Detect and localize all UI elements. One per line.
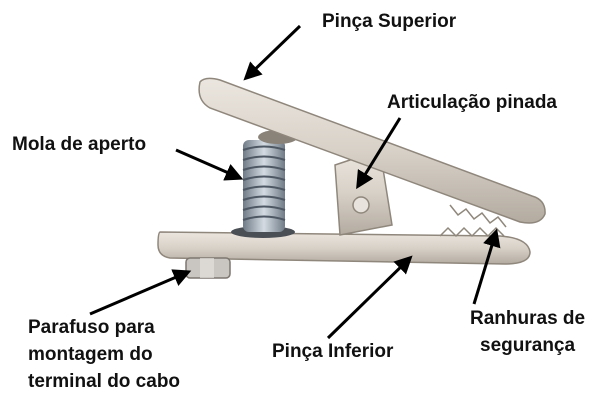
- label-screw-line-3: terminal do cabo: [28, 371, 181, 392]
- arrow-spring: [175, 148, 244, 181]
- label-grooves-line-2: segurança: [480, 335, 576, 356]
- arrow-grooves: [472, 228, 501, 305]
- label-spring: Mola de aperto: [12, 134, 147, 155]
- arrow-lower-jaw: [326, 255, 413, 340]
- mounting-screw: [185, 257, 231, 279]
- label-screw-line-1: Parafuso para: [28, 317, 155, 338]
- compression-spring: [231, 130, 298, 238]
- label-pivot: Articulação pinada: [387, 92, 557, 113]
- label-mounting-screw: Parafuso para montagem do terminal do ca…: [28, 314, 180, 395]
- label-lower-jaw: Pinça Inferior: [272, 341, 394, 362]
- label-upper-jaw: Pinça Superior: [322, 11, 457, 32]
- label-safety-grooves: Ranhuras de segurança: [470, 305, 585, 359]
- arrow-pivot: [356, 117, 402, 190]
- upper-grooves: [449, 204, 507, 228]
- upper-jaw: [198, 77, 546, 228]
- arrow-screw: [89, 269, 192, 316]
- label-screw-line-2: montagem do: [28, 344, 153, 365]
- pointer-arrows: [89, 24, 501, 340]
- pivot-pin: [352, 196, 370, 214]
- arrow-upper-jaw: [243, 24, 302, 81]
- lower-jaw: [157, 226, 531, 265]
- label-grooves-line-1: Ranhuras de: [470, 308, 586, 329]
